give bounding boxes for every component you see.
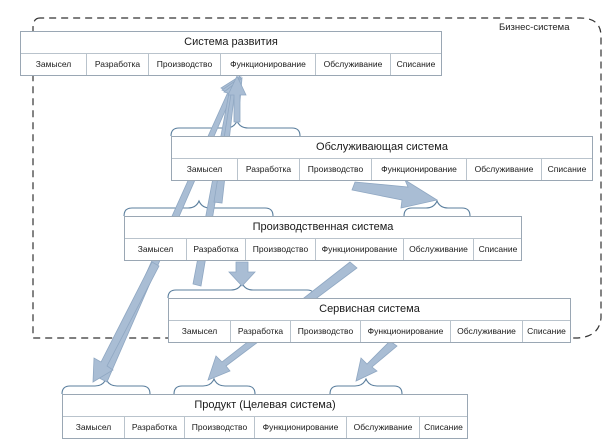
lifecycle-block-produkt-celevaya-sistema[interactable]: Продукт (Целевая система) Замысел Разраб… [62,394,468,439]
business-system-boundary [32,17,602,339]
stage-cell-zamysel[interactable]: Замысел [63,417,125,438]
stage-cell-funkcionirovanie[interactable]: Функционирование [255,417,347,438]
brace-produkt-2 [173,377,256,395]
stage-cell-zamysel[interactable]: Замысел [21,54,87,75]
stage-row: Замысел Разработка Производство Функцион… [169,321,570,342]
stage-cell-spisanie[interactable]: Списание [527,326,566,336]
arrow-servisnaya-to-produkt [355,340,398,382]
brace-proizvodstvennaya-left [123,199,274,217]
stage-cell-spisanie[interactable]: Списание [424,422,463,432]
stage-cell-razrabotka[interactable]: Разработка [125,417,185,438]
lifecycle-block-system-razvitiya[interactable]: Система развития Замысел Разработка Прои… [20,31,442,76]
stage-cell-obsluzhivanie[interactable]: Обслуживание [316,54,391,75]
block-title-proizvodstvennaya-sistema: Производственная система [125,217,521,239]
stage-cell-proizvodstvo[interactable]: Производство [246,239,316,260]
stage-cell-spisanie[interactable]: Списание [396,59,436,69]
stage-cell-obsluzhivanie[interactable]: Обслуживание [347,417,420,438]
stage-cell-obsluzhivanie[interactable]: Обслуживание [467,159,542,180]
stage-row: Замысел Разработка Производство Функцион… [125,239,521,260]
stage-cell-zamysel[interactable]: Замысел [125,239,187,260]
block-title-obsluzhivayushchaya-sistema: Обслуживающая система [172,137,592,159]
stage-row: Замысел Разработка Производство Функцион… [172,159,592,180]
stage-cell-razrabotka[interactable]: Разработка [87,54,149,75]
stage-cell-funkcionirovanie[interactable]: Функционирование [361,321,451,342]
stage-cell-obsluzhivanie[interactable]: Обслуживание [451,321,523,342]
stage-cell-razrabotka[interactable]: Разработка [231,321,291,342]
stage-cell-spisanie[interactable]: Списание [478,244,518,254]
lifecycle-block-obsluzhivayushchaya-sistema[interactable]: Обслуживающая система Замысел Разработка… [171,136,593,181]
brace-produkt-3 [329,377,403,395]
stage-cell-razrabotka[interactable]: Разработка [187,239,246,260]
arrow-obsluzhivayushchaya-to-proizvodstvennaya [351,178,439,209]
arrow-obsluzhivayushchaya-to-razvitiya [227,75,247,123]
stage-cell-zamysel[interactable]: Замысел [169,321,231,342]
stage-row: Замысел Разработка Производство Функцион… [21,54,441,75]
stage-cell-proizvodstvo[interactable]: Производство [300,159,372,180]
stage-cell-funkcionirovanie[interactable]: Функционирование [316,239,404,260]
lifecycle-block-proizvodstvennaya-sistema[interactable]: Производственная система Замысел Разрабо… [124,216,522,261]
stage-cell-proizvodstvo[interactable]: Производство [149,54,221,75]
stage-row: Замысел Разработка Производство Функцион… [63,417,467,438]
brace-proizvodstvennaya-right [403,199,471,217]
brace-obsluzhivayushchaya [170,119,301,137]
block-title-system-razvitiya: Система развития [21,32,441,54]
stage-cell-razrabotka[interactable]: Разработка [238,159,300,180]
block-title-produkt-celevaya-sistema: Продукт (Целевая система) [63,395,467,417]
stage-cell-funkcionirovanie[interactable]: Функционирование [372,159,467,180]
stage-cell-proizvodstvo[interactable]: Производство [291,321,361,342]
arrow-proizvodstvennaya-to-produkt [92,261,160,383]
block-title-servisnaya-sistema: Сервисная система [169,299,570,321]
stage-cell-zamysel[interactable]: Замысел [172,159,238,180]
lifecycle-block-servisnaya-sistema[interactable]: Сервисная система Замысел Разработка Про… [168,298,571,343]
stage-cell-funkcionirovanie[interactable]: Функционирование [221,54,316,75]
stage-cell-spisanie[interactable]: Списание [547,164,587,174]
stage-cell-obsluzhivanie[interactable]: Обслуживание [404,239,474,260]
arrow-proizvodstvennaya-to-servisnaya [228,261,256,287]
stage-cell-proizvodstvo[interactable]: Производство [185,417,255,438]
business-system-label: Бизнес-система [499,22,570,33]
